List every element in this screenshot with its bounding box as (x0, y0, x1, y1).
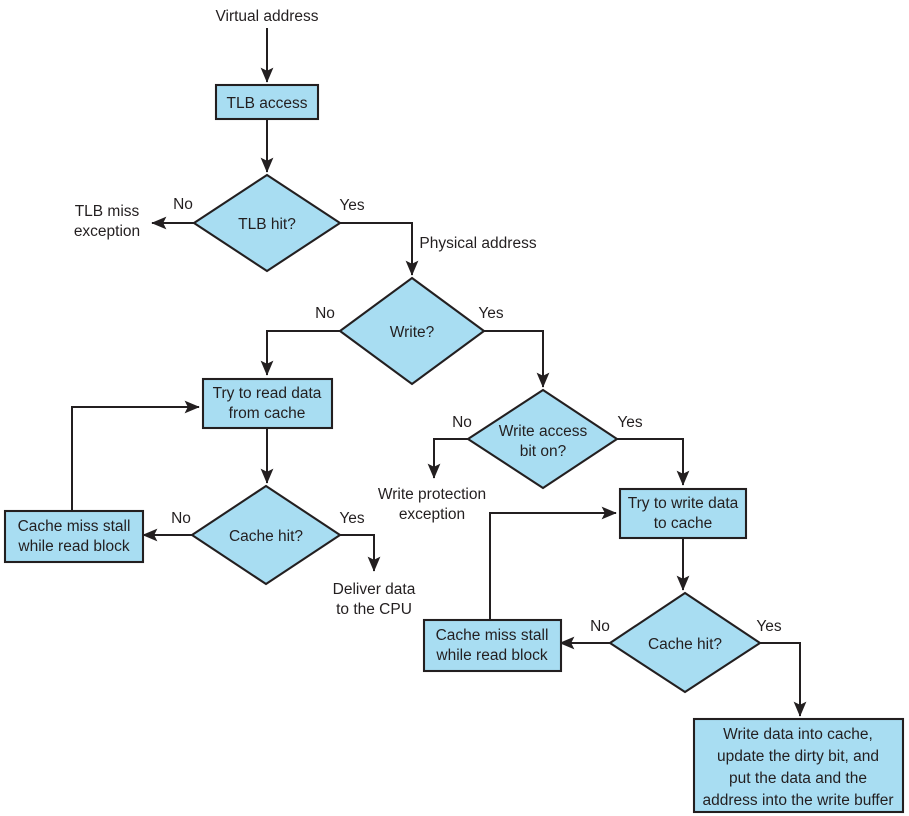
edge-write-access-yes (617, 438, 690, 486)
node-try-write-cache-box[interactable] (618, 487, 748, 540)
node-tlb-hit[interactable]: TLB hit? (192, 173, 342, 273)
edge-cache-miss-write-loopback (489, 506, 617, 620)
terminal-write-protection-exception: Write protection exception (378, 486, 486, 523)
node-cache-hit-write-line-0: Cache hit? (648, 636, 722, 653)
node-cache-hit-read-line-0: Cache hit? (229, 528, 303, 545)
terminal-write-protection-line-1: exception (399, 506, 465, 523)
edge-tlb-hit-yes-to-write (340, 222, 419, 276)
edge-label-physical-address: Physical address (419, 235, 536, 252)
terminal-deliver-data-cpu: Deliver data to the CPU (333, 581, 416, 618)
node-cache-miss-stall-read-line-0: Cache miss stall (18, 518, 131, 535)
edge-label-cache-hit-read-no: No (171, 510, 191, 527)
node-write-data-into-cache-line-1: update the dirty bit, and (717, 748, 879, 765)
node-try-write-cache-line-1: to cache (654, 515, 713, 532)
node-cache-miss-stall-read-box[interactable] (3, 509, 145, 564)
edge-cache-hit-read-yes (340, 534, 381, 572)
edge-write-yes-to-write-access (484, 330, 550, 388)
node-try-read-cache-box[interactable] (201, 377, 334, 430)
node-write-diamond[interactable] (338, 276, 486, 386)
start-label: Virtual address (215, 8, 318, 25)
node-try-write-cache-line-0: Try to write data (628, 495, 739, 512)
node-write-access-bit-line-1: bit on? (520, 443, 567, 460)
node-write-access-bit-diamond[interactable] (466, 388, 619, 490)
terminal-tlb-miss-exception-line-0: TLB miss (75, 203, 140, 220)
node-cache-miss-stall-write-box[interactable] (422, 618, 563, 673)
edge-label-write-access-no: No (452, 414, 472, 431)
edge-label-tlb-hit-yes: Yes (339, 197, 365, 214)
node-cache-miss-stall-read[interactable]: Cache miss stall while read block (3, 509, 145, 564)
node-cache-hit-read-diamond[interactable] (190, 484, 342, 586)
node-write-data-into-cache-line-0: Write data into cache, (723, 726, 873, 743)
node-tlb-access[interactable]: TLB access (214, 83, 320, 121)
node-write-access-bit-line-0: Write access (499, 423, 588, 440)
node-cache-hit-read[interactable]: Cache hit? (190, 484, 342, 586)
edge-cache-hit-write-yes (760, 642, 807, 717)
node-try-read-cache-line-1: from cache (229, 405, 306, 422)
edge-label-cache-hit-write-yes: Yes (756, 618, 782, 635)
edge-write-access-no (427, 438, 468, 479)
edge-write-no-to-try-read (260, 330, 340, 376)
node-tlb-hit-diamond[interactable] (192, 173, 342, 273)
node-try-read-cache-line-0: Try to read data (213, 385, 322, 402)
node-cache-miss-stall-read-line-1: while read block (17, 538, 129, 555)
start-label-text: Virtual address (215, 8, 318, 25)
node-write-data-into-cache-line-3: address into the write buffer (703, 792, 894, 809)
node-write-data-into-cache-box[interactable] (692, 717, 905, 814)
node-write[interactable]: Write? (338, 276, 486, 386)
node-cache-hit-write-diamond[interactable] (608, 591, 762, 694)
terminal-deliver-data-line-1: to the CPU (336, 601, 412, 618)
edge-label-write-no: No (315, 305, 335, 322)
node-write-data-into-cache-line-2: put the data and the (729, 770, 867, 787)
terminal-write-protection-line-0: Write protection (378, 486, 486, 503)
edge-label-tlb-hit-no: No (173, 196, 193, 213)
node-write-data-into-cache[interactable]: Write data into cache, update the dirty … (692, 717, 905, 814)
terminal-tlb-miss-exception-line-1: exception (74, 223, 140, 240)
node-cache-hit-write[interactable]: Cache hit? (608, 591, 762, 694)
terminal-tlb-miss-exception: TLB miss exception (74, 203, 140, 240)
node-write-access-bit[interactable]: Write access bit on? (466, 388, 619, 490)
node-try-write-cache[interactable]: Try to write data to cache (618, 487, 748, 540)
node-tlb-hit-label-line-0: TLB hit? (238, 216, 296, 233)
edge-label-write-access-yes: Yes (617, 414, 643, 431)
edge-label-cache-hit-read-yes: Yes (339, 510, 365, 527)
node-try-read-cache[interactable]: Try to read data from cache (201, 377, 334, 430)
edge-label-write-yes: Yes (478, 305, 504, 322)
node-tlb-access-label-line-0: TLB access (227, 95, 308, 112)
node-cache-miss-stall-write-line-1: while read block (435, 647, 547, 664)
edge-cache-miss-read-loopback (71, 400, 200, 511)
edge-label-cache-hit-write-no: No (590, 618, 610, 635)
node-cache-miss-stall-write-line-0: Cache miss stall (436, 627, 549, 644)
terminal-deliver-data-line-0: Deliver data (333, 581, 416, 598)
node-cache-miss-stall-write[interactable]: Cache miss stall while read block (422, 618, 563, 673)
node-write-label-line-0: Write? (390, 324, 435, 341)
node-tlb-access-box[interactable] (214, 83, 320, 121)
